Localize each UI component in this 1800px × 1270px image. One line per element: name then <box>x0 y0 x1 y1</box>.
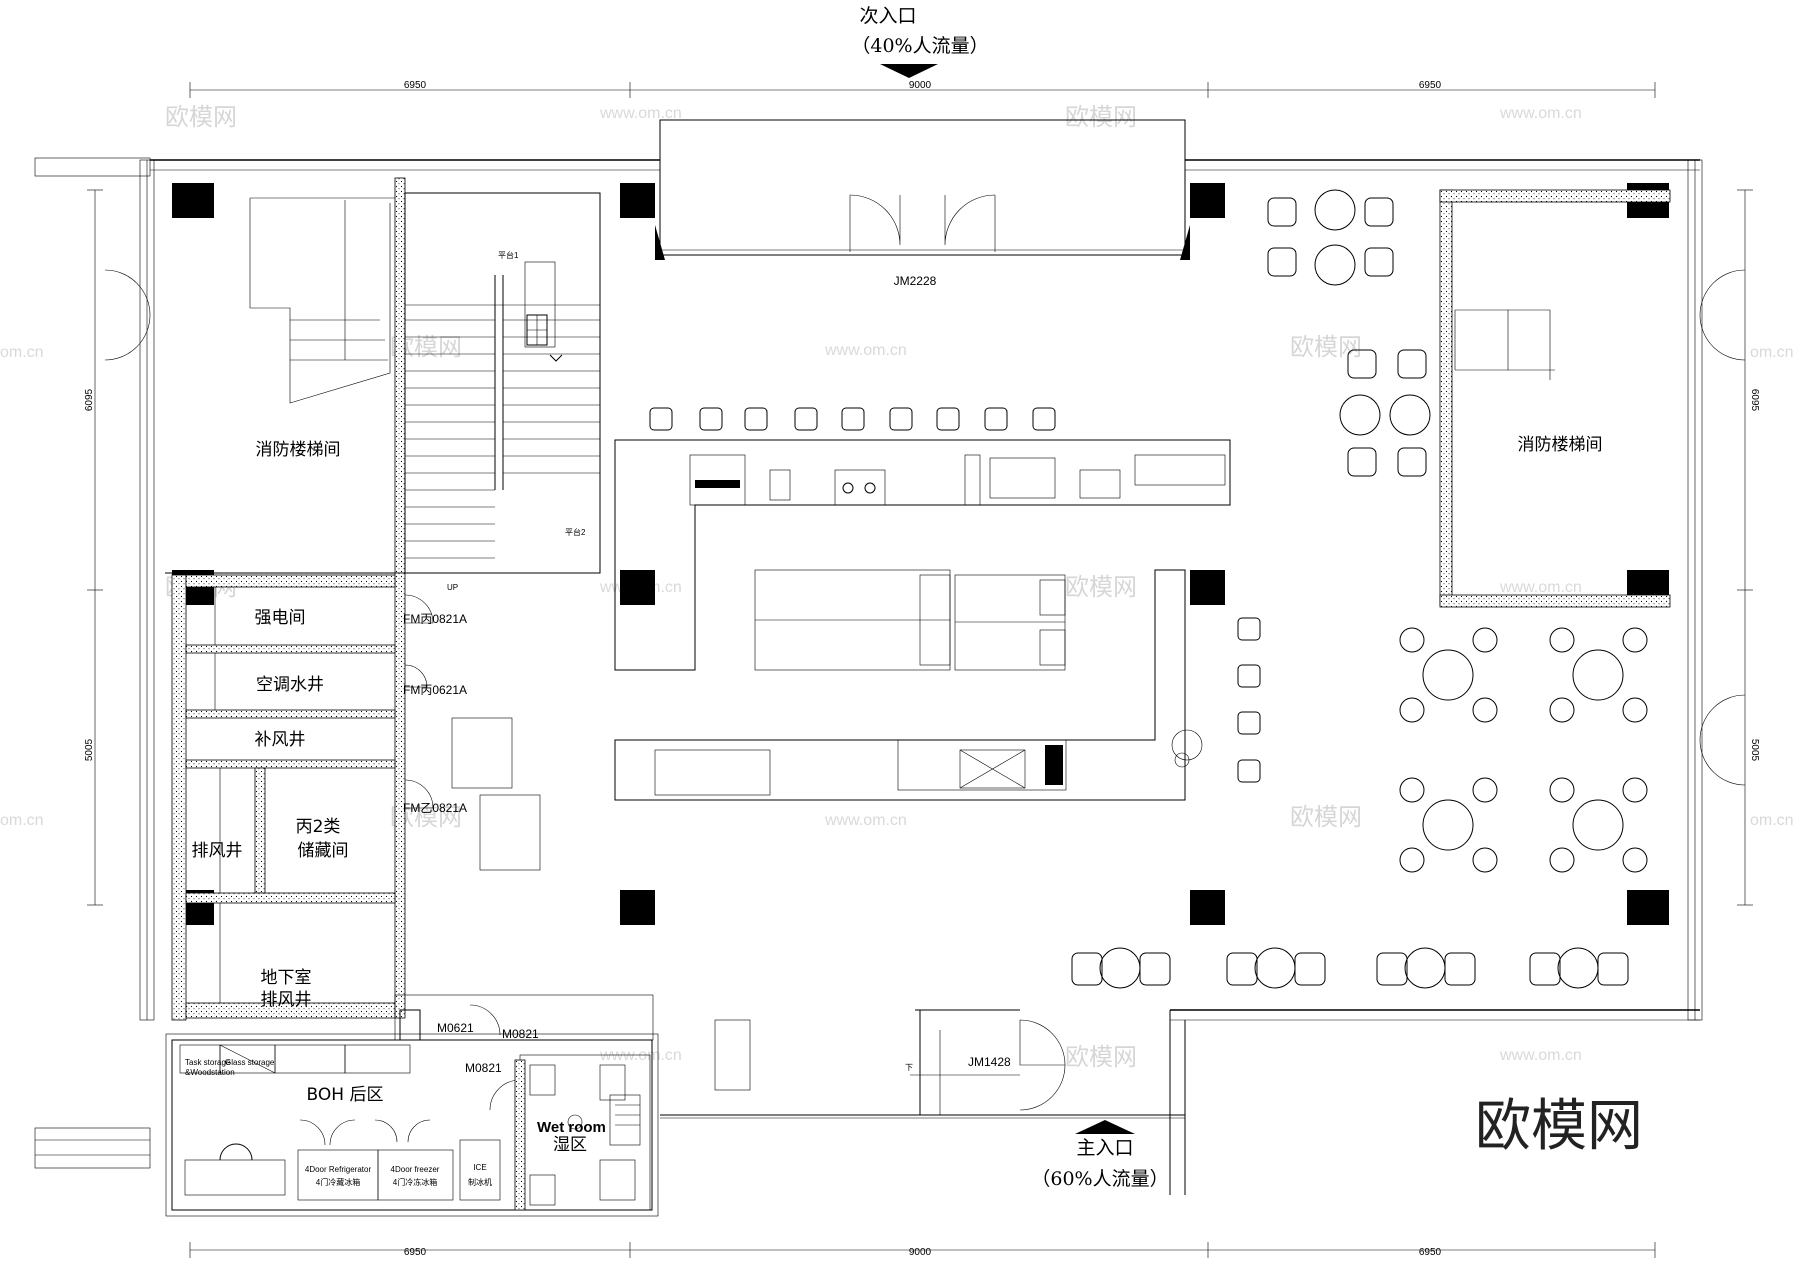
label-task-storage: Task storage <box>185 1058 231 1067</box>
watermark-brand: 欧模网 <box>1065 1043 1137 1071</box>
label-refrig-cn: 4门冷藏冰箱 <box>316 1177 360 1187</box>
watermark-url: www.om.cn <box>599 105 682 122</box>
dim-top-1: 6950 <box>404 80 427 91</box>
door-label-fm2: FM丙0621A <box>403 683 467 697</box>
entrance-arrow-icon <box>1075 1120 1135 1134</box>
door-label-m0821-b: M0821 <box>465 1061 502 1075</box>
watermark-url: om.cn <box>0 812 44 829</box>
exterior-door-left <box>104 269 151 361</box>
watermark-url: www.om.cn <box>1499 1047 1582 1064</box>
main-stair: 平台1 平台2 UP <box>404 192 601 592</box>
dim-top-3: 6950 <box>1419 80 1442 91</box>
dim-right-2: 5005 <box>1749 739 1760 762</box>
freezer <box>377 1149 454 1201</box>
watermark-url: www.om.cn <box>824 342 907 359</box>
label-ice-cn: 制冰机 <box>468 1177 492 1187</box>
door-label-jm2228: JM2228 <box>894 274 937 288</box>
ice-machine <box>459 1139 501 1201</box>
room-wet-cn: 湿区 <box>553 1135 587 1155</box>
room-basement-line1: 地下室 <box>261 968 312 988</box>
label-freezer-cn: 4门冷冻冰箱 <box>393 1177 437 1187</box>
sink-icon <box>399 1009 421 1041</box>
label-refrig-en: 4Door Refrigerator <box>305 1165 372 1174</box>
watermark-url: www.om.cn <box>824 812 907 829</box>
main-entrance-flow: （60%人流量） <box>1031 1168 1168 1190</box>
dimension-bottom: 6950 9000 6950 <box>189 1242 1656 1258</box>
door-label-m0821-a: M0821 <box>502 1027 539 1041</box>
room-fresh-air-shaft: 补风井 <box>255 730 306 750</box>
watermark-brand: 欧模网 <box>1290 803 1362 831</box>
watermark-url: om.cn <box>0 344 44 361</box>
dim-right-1: 6095 <box>1749 389 1760 412</box>
exterior-walls <box>34 157 1746 1195</box>
room-storage-line2: 储藏间 <box>298 841 349 861</box>
entrance-arrow-icon <box>880 64 938 78</box>
watermark-url: om.cn <box>1750 344 1794 361</box>
door-label-m0621: M0621 <box>437 1021 474 1035</box>
door-label-fm1: FM丙0821A <box>403 612 467 626</box>
double-door-jm2228 <box>849 194 996 246</box>
exterior-door-right <box>1699 269 1746 361</box>
room-exhaust-shaft: 排风井 <box>192 841 243 861</box>
brand-watermark: 欧模网 <box>1475 1094 1643 1159</box>
label-glass-storage: Glass storage <box>225 1058 275 1067</box>
secondary-entrance-title: 次入口 <box>859 5 916 27</box>
secondary-vestibule: JM2228 <box>655 119 1190 288</box>
label-ice-en: ICE <box>473 1163 486 1172</box>
watermark-url: www.om.cn <box>599 1047 682 1064</box>
watermark-url: www.om.cn <box>1499 579 1582 596</box>
service-rooms: 强电间 空调水井 补风井 排风井 丙2类 储藏间 地下室 排风井 FM丙0821… <box>171 572 541 1021</box>
stair-up: UP <box>447 583 458 592</box>
watermark-brand: 欧模网 <box>1290 333 1362 361</box>
refrigerator <box>297 1149 379 1201</box>
secondary-entrance-flow: （40%人流量） <box>851 35 988 57</box>
secondary-entrance: 次入口 （40%人流量） <box>851 5 989 78</box>
room-strong-electric: 强电间 <box>255 608 306 628</box>
dim-bottom-2: 9000 <box>909 1247 932 1258</box>
door-swing <box>404 664 428 688</box>
label-woodstation: &Woodstation <box>185 1068 235 1077</box>
dim-left-2: 5005 <box>84 738 95 761</box>
chevron-down-icon <box>549 354 563 362</box>
room-basement-line2: 排风井 <box>261 990 312 1010</box>
exterior-door-right-lower <box>1699 694 1746 786</box>
dim-bottom-3: 6950 <box>1419 1247 1442 1258</box>
room-ac-water-shaft: 空调水井 <box>256 675 324 695</box>
label-freezer-en: 4Door freezer <box>391 1165 440 1174</box>
watermark-url: www.om.cn <box>1499 105 1582 122</box>
main-vestibule: JM1428 下 主入口 （60%人流量） <box>714 1009 1169 1190</box>
watermark-url: om.cn <box>1750 812 1794 829</box>
stair-platform1: 平台1 <box>498 250 519 260</box>
door-swing <box>404 779 434 809</box>
main-entrance-title: 主入口 <box>1076 1137 1133 1159</box>
fire-stair-right: 消防楼梯间 <box>1439 189 1671 608</box>
dim-top-2: 9000 <box>909 80 932 91</box>
door-label-fm3: FM乙0821A <box>403 801 467 815</box>
bar-counter <box>614 439 1231 801</box>
door-swing <box>404 594 434 624</box>
fire-stair-left: 消防楼梯间 <box>165 177 406 574</box>
dim-bottom-1: 6950 <box>404 1247 427 1258</box>
boh-area: M0621 M0821 M0821 Task storage &Woodstat… <box>165 994 659 1217</box>
room-fire-stair-right: 消防楼梯间 <box>1518 435 1603 455</box>
watermark-brand: 欧模网 <box>1065 573 1137 601</box>
watermark-brand: 欧模网 <box>1065 103 1137 131</box>
room-storage-line1: 丙2类 <box>296 817 341 837</box>
room-wet-en: Wet room <box>537 1119 606 1136</box>
watermark-brand: 欧模网 <box>165 103 237 131</box>
door-label-jm1428: JM1428 <box>968 1055 1011 1069</box>
room-fire-stair-left: 消防楼梯间 <box>256 440 341 460</box>
dimension-right: 6095 5005 <box>1737 189 1760 906</box>
room-boh: BOH 后区 <box>307 1085 384 1105</box>
dim-left-1: 6095 <box>84 388 95 411</box>
bar-stools <box>649 407 1261 783</box>
dimension-left: 6095 5005 <box>84 189 103 906</box>
stair-down: 下 <box>905 1063 913 1072</box>
stair-platform2: 平台2 <box>565 527 586 537</box>
dimension-top: 6950 9000 6950 <box>189 80 1656 98</box>
dining-area <box>1071 189 1648 989</box>
